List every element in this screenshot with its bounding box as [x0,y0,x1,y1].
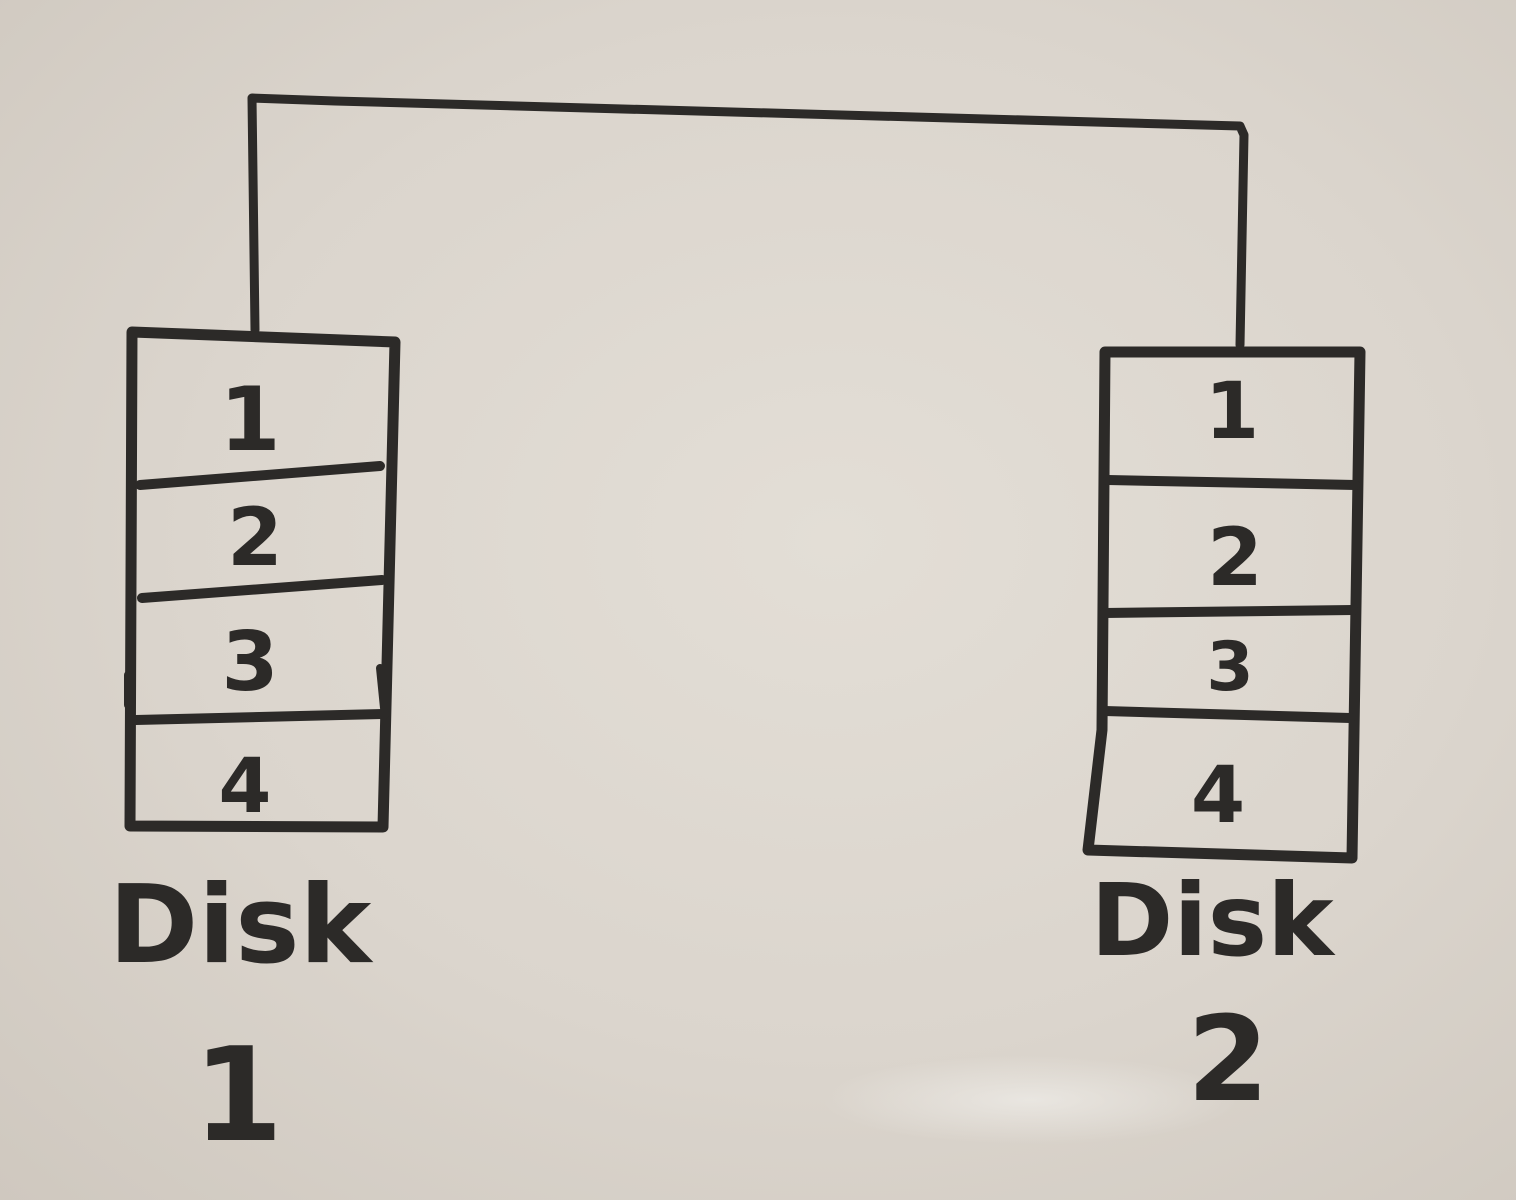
disk-1-box [124,326,401,833]
disk-2-divider-2 [1100,605,1358,618]
disk-1-divider-1 [135,461,385,490]
disk-2-outline [1082,346,1366,864]
disk-1-slot-2: 2 [227,491,283,584]
disk-1-tick-right [376,664,388,712]
disk-1-slot-3: 3 [221,615,278,710]
disk-1-number: 1 [193,1019,283,1171]
disk-2-slot-2: 2 [1207,511,1263,604]
disk-2-slot-3: 3 [1206,628,1253,707]
disk-2-slot-1: 1 [1205,367,1259,457]
disk-1-divider-3 [131,709,389,725]
mirror-connection-line [247,93,1249,350]
disk-2-number: 2 [1187,990,1269,1128]
disk-2-divider-3 [1100,706,1355,723]
disk-2-divider-1 [1103,475,1360,490]
disk-1-slot-1: 1 [219,368,280,471]
disk-2-slot-4: 4 [1191,751,1245,841]
disk-1-divider-2 [137,575,387,603]
disk-2-label: Disk [1090,862,1336,979]
disk-1-label: Disk [109,863,374,988]
light-glare [820,1055,1240,1145]
disk-2-box [1082,346,1366,864]
disk-1-slot-4: 4 [219,741,272,830]
disk-1-outline [124,326,401,833]
